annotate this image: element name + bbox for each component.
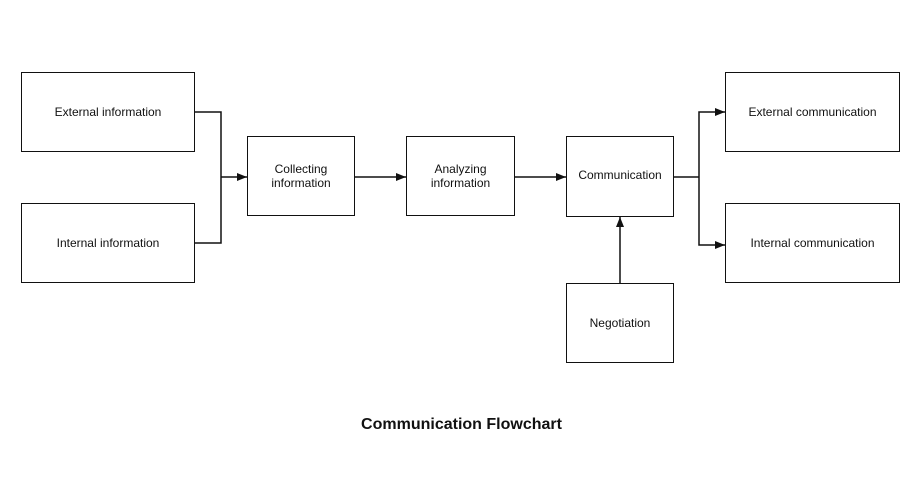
diagram-title: Communication Flowchart	[361, 416, 562, 433]
edge-split-to-external-communication	[698, 108, 725, 177]
edge-split-to-internal-communication	[698, 177, 725, 249]
node-label: Collecting information	[271, 162, 331, 190]
node-internal-communication: Internal communication	[725, 203, 900, 283]
node-negotiation: Negotiation	[566, 283, 674, 363]
node-internal-information: Internal information	[21, 203, 195, 283]
node-label: Analyzing information	[430, 162, 491, 190]
edge-external-information-to-merge	[195, 111, 222, 177]
node-label: Negotiation	[589, 316, 651, 330]
node-external-communication: External communication	[725, 72, 900, 152]
node-label: External communication	[748, 105, 877, 119]
node-communication: Communication	[566, 136, 674, 217]
node-label: Internal communication	[750, 236, 875, 250]
node-analyzing-information: Analyzing information	[406, 136, 515, 216]
node-label: External information	[54, 105, 162, 119]
node-label: Communication	[578, 167, 662, 182]
node-collecting-information: Collecting information	[247, 136, 355, 216]
node-external-information: External information	[21, 72, 195, 152]
node-label: Internal information	[56, 236, 160, 250]
edge-internal-information-to-merge	[195, 177, 222, 244]
